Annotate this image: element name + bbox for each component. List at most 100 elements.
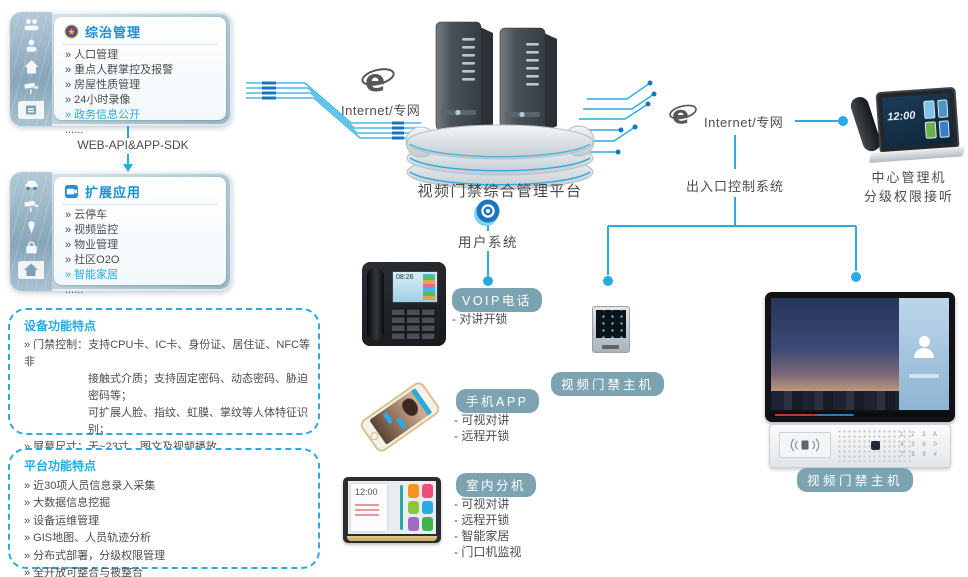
app-tile: [923, 100, 935, 119]
feature-line: 接触式介质；支持固定密码、动态密码、胁迫密码等；: [88, 373, 308, 402]
app-tile: [422, 484, 433, 498]
list-item-highlight[interactable]: » 智能家居: [65, 269, 119, 281]
list-item-highlight[interactable]: » 政务信息公开: [65, 109, 141, 121]
users-icon[interactable]: [23, 17, 40, 33]
access-card-icon[interactable]: [18, 101, 44, 119]
internet-explorer-icon: e: [361, 64, 395, 96]
keypad-door-host-image: [592, 306, 630, 353]
bag-icon[interactable]: [23, 240, 40, 256]
voip-badge: VOIP电话: [452, 288, 542, 312]
device-features-title: 设备功能特点: [24, 319, 97, 333]
manager-phone-screen: 12:00: [881, 93, 954, 148]
list-item[interactable]: » 房屋性质管理: [65, 79, 141, 91]
video-door-panel-image: 1 2 3 A 4 5 6 0 7 8 9 #: [765, 292, 955, 470]
server-cloud-platform-image: [405, 21, 595, 190]
keypad-row[interactable]: 4 5 6 0: [900, 442, 940, 448]
voip-phone-keypad: [392, 308, 436, 339]
camera-lens: [870, 441, 880, 450]
feature-line: » 近30项人员信息录入采集: [24, 479, 156, 492]
cctv-icon[interactable]: [23, 80, 40, 96]
panel1-list: » 人口管理 » 重点人群掌控及报警 » 房屋性质管理 » 24小时录像 » 政…: [62, 48, 218, 138]
list-item-more: ......: [65, 284, 84, 296]
panel2-header: 扩展应用: [62, 180, 218, 205]
door-panel-base: 1 2 3 A 4 5 6 0 7 8 9 #: [769, 424, 951, 468]
circuit-dots: [615, 80, 657, 155]
sdk-label: WEB-API&APP-SDK: [77, 138, 189, 152]
center-manager-line1: 中心管理机: [871, 170, 947, 185]
list-item[interactable]: » 视频监控: [65, 224, 119, 236]
user-system-label: 用户系统: [448, 231, 528, 251]
stepped-network-lines: [246, 82, 421, 139]
police-badge-icon: [64, 24, 79, 39]
app-tile: [408, 517, 419, 531]
panel1-sidebar: [10, 12, 52, 126]
feature-item: - 智能家居: [454, 529, 510, 543]
screen-wallpaper-city: [771, 298, 900, 410]
app-tile: [408, 484, 419, 498]
storage-cloud: [405, 124, 595, 190]
indoor-monitor-image: 12:00: [343, 477, 441, 543]
indoor-unit-features: - 可视对讲 - 远程开锁 - 智能家居 - 门口机监视: [454, 496, 521, 560]
door-keypad: 1 2 3 A 4 5 6 0 7 8 9 #: [897, 430, 943, 460]
card-reader: [779, 432, 831, 458]
voip-phone-screen: 08:26: [392, 271, 438, 303]
home-icon[interactable]: [18, 261, 44, 279]
door-panel-screen: [771, 298, 949, 410]
app-buttons-grid: [408, 484, 433, 531]
call-button: [395, 417, 407, 430]
line-dash-accents: [262, 81, 404, 140]
feature-line: » 分布式部署，分级权限管理: [24, 549, 166, 562]
call-status-pane: [899, 298, 949, 410]
center-manager-label: 中心管理机 分级权限接听: [845, 168, 968, 206]
indoor-unit-badge: 室内分机: [456, 473, 537, 497]
camera-app-icon: [64, 184, 79, 199]
home-icon[interactable]: [23, 59, 40, 75]
voip-screen-icons: [423, 274, 435, 300]
entrance-system-label: 出入口控制系统: [685, 179, 784, 194]
device-features-box: 设备功能特点 » 门禁控制：支持CPU卡、IC卡、身份证、居住证、NFC等非 接…: [8, 308, 320, 504]
card-swipe-area: [602, 345, 619, 349]
card-wave-icon: [790, 438, 820, 452]
list-item[interactable]: » 24小时录像: [65, 94, 131, 106]
feature-line: » 大数据信息挖掘: [24, 497, 111, 509]
panel2-title: 扩展应用: [85, 185, 142, 200]
list-item[interactable]: » 云停车: [65, 209, 108, 221]
app-tile: [924, 120, 937, 139]
platform-label: 视频门禁综合管理平台: [417, 183, 583, 200]
location-icon[interactable]: [23, 219, 40, 235]
internet-left-label: Internet/专网: [341, 103, 421, 118]
person-silhouette-icon: [913, 336, 935, 359]
server-tower: [499, 27, 557, 132]
panel1-title: 综治管理: [85, 25, 142, 40]
feature-item: - 可视对讲: [454, 413, 510, 427]
voip-clock: 08:26: [396, 274, 414, 281]
car-icon[interactable]: [23, 177, 40, 193]
voip-features: - 对讲开锁: [452, 311, 507, 327]
panel2-sidebar: [10, 172, 52, 291]
indoor-monitor-screen: 12:00: [348, 481, 436, 534]
voip-phone-image: 08:26: [362, 262, 446, 346]
indoor-clock: 12:00: [355, 487, 378, 497]
feature-line: 可扩展人脸、指纹、虹膜、掌纹等人体特征识别；: [88, 407, 308, 436]
feature-item: - 门口机监视: [454, 545, 522, 559]
indoor-monitor-stand: [347, 536, 437, 541]
user-icon[interactable]: [23, 38, 40, 54]
center-manager-phone-image: 12:00: [848, 80, 968, 174]
feature-item: - 可视对讲: [454, 497, 510, 511]
list-item[interactable]: » 人口管理: [65, 49, 119, 61]
manager-clock: 12:00: [886, 109, 916, 124]
list-item[interactable]: » 重点人群掌控及报警: [65, 64, 174, 76]
voip-phone-handset: [367, 268, 384, 340]
screen-caption-bar: [771, 412, 949, 417]
feature-item: - 对讲开锁: [452, 312, 508, 326]
feature-line: » GIS地图、人员轨迹分析: [24, 532, 152, 544]
cctv-icon[interactable]: [23, 198, 40, 214]
list-item[interactable]: » 物业管理: [65, 239, 119, 251]
list-item-more: ......: [65, 124, 84, 136]
manager-app-icons: [923, 99, 950, 139]
keypad-row[interactable]: 1 2 3 A: [900, 432, 940, 438]
list-item[interactable]: » 社区O2O: [65, 254, 120, 266]
keypad-row[interactable]: 7 8 9 #: [900, 452, 940, 458]
panel1-header: 综治管理: [62, 20, 218, 45]
feature-item: - 远程开锁: [454, 429, 510, 443]
